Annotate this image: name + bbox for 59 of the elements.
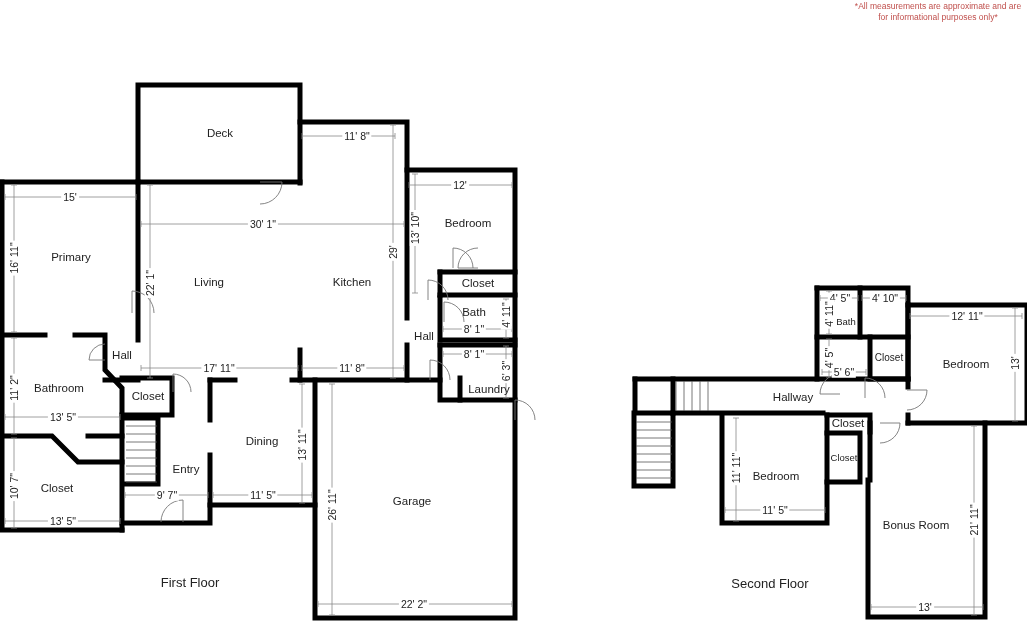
room-label: Garage [392,496,432,508]
room-label: Bath [836,317,856,327]
floor-title: Second Floor [731,576,809,590]
room-label: Hall [112,350,132,362]
dimension-label: 4' 11" [823,299,835,329]
dimension-label: 11' 8" [342,130,372,142]
dimension-label: 13' [1009,354,1021,372]
dimension-label: 4' 11" [500,300,512,330]
dimension-label: 13' 10" [409,210,421,246]
floor-title: First Floor [160,575,220,589]
dimension-label: 12' [451,179,469,191]
dimension-label: 4' 10" [869,292,901,304]
dimension-label: 8' 1" [461,323,487,335]
dimension-label: 17' 11" [201,362,237,374]
room-label: Hall [414,331,434,343]
room-label: Dining [245,436,279,448]
dimension-label: 30' 1" [247,218,279,230]
dimension-label: 13' 5" [47,515,79,527]
room-label: Hallway [772,392,814,404]
dimension-label: 16' 11" [8,240,20,276]
dimension-label: 11' 8" [337,362,367,374]
room-label: Laundry [468,384,510,396]
dimension-label: 22' 2" [398,598,430,610]
dimension-label: 15' [61,191,79,203]
room-label: Bathroom [34,383,84,395]
room-label: Entry [172,464,200,476]
room-label: Closet [40,483,74,495]
room-label: Closet [874,353,904,363]
dimension-label: 10' 7" [8,470,20,502]
dimension-label: 26' 11" [326,487,338,523]
disclaimer-note: *All measurements are approximate and are for informational purposes only* [853,1,1023,23]
room-label: Bedroom [942,359,990,371]
room-label: Bedroom [444,218,492,230]
dimension-label: 11' 11" [730,450,742,486]
dimension-label: 9' 7" [154,489,180,501]
room-label: Kitchen [332,277,372,289]
room-label: Living [193,277,225,289]
room-label: Bath [462,307,486,319]
dimension-label: 11' 5" [248,489,278,501]
dimension-label: 11' 2" [8,373,20,403]
room-label: Deck [206,128,234,140]
dimension-label: 5' 6" [831,366,857,378]
dimension-label: 4' 5" [823,345,835,371]
dimension-label: 13' 5" [47,411,79,423]
dimension-label: 6' 3" [500,358,512,384]
room-label: Bonus Room [882,520,950,532]
room-label: Closet [131,391,165,403]
dimension-label: 13' [916,601,934,613]
dimension-label: 22' 1" [144,267,156,299]
room-label: Primary [51,252,91,264]
room-label: Closet [461,278,495,290]
dimension-label: 21' 11" [968,502,980,538]
dimension-label: 12' 11" [949,310,985,322]
dimension-label: 8' 1" [461,348,487,360]
dimension-label: 13' 11" [296,427,308,463]
dimension-label: 11' 5" [760,504,790,516]
room-label: Closet [831,418,865,430]
room-label: Bedroom [752,471,800,483]
dimension-label: 29' [387,243,399,261]
